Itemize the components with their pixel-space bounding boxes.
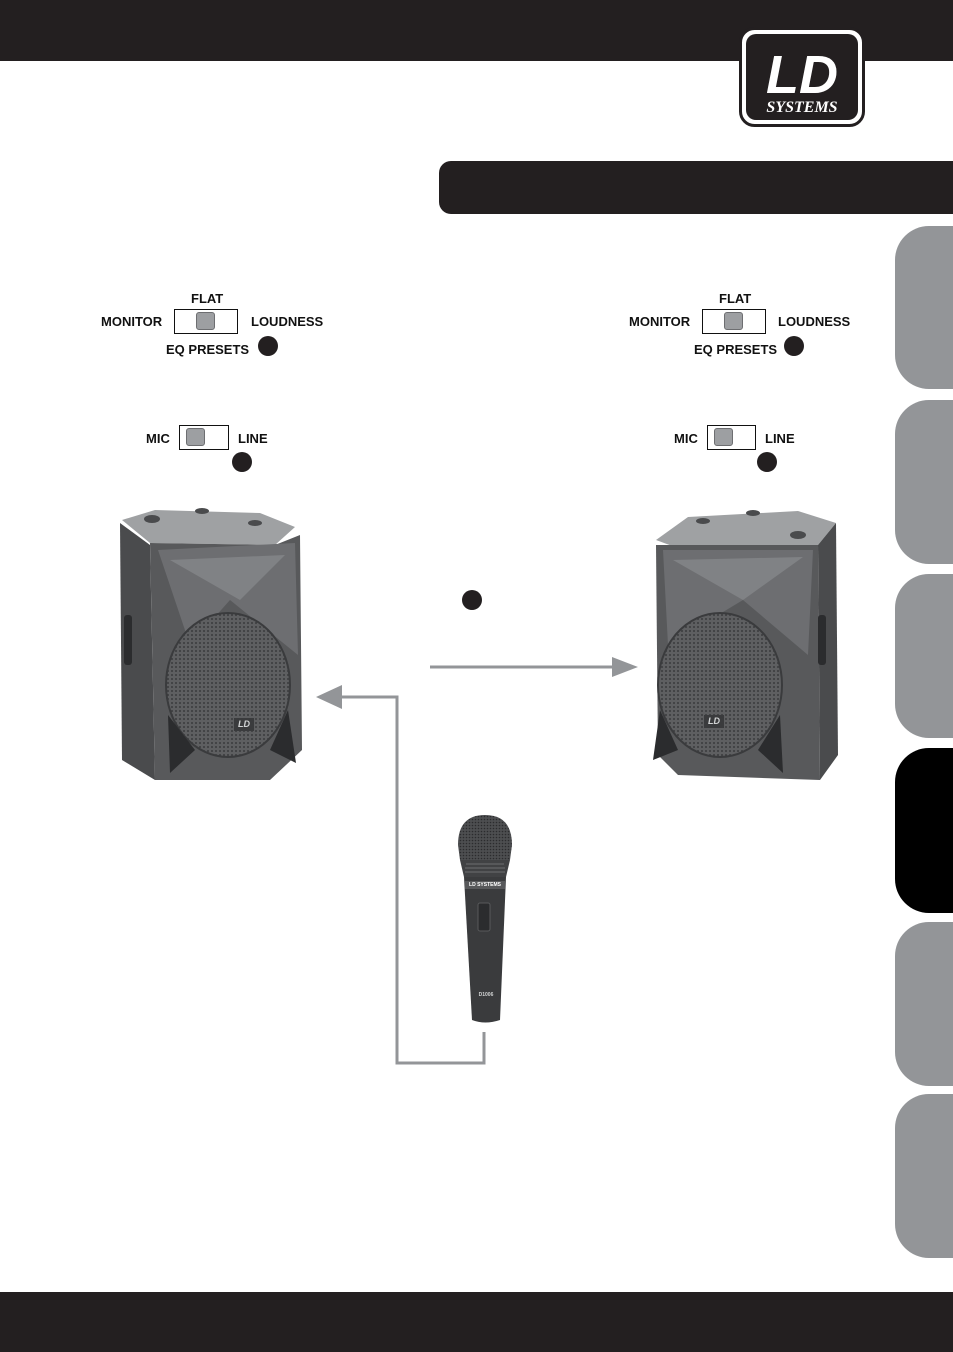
ld-systems-logo: LD SYSTEMS (739, 27, 865, 127)
left-speaker-badge: LD (234, 718, 254, 731)
mic-brand-band: LD SYSTEMS (469, 882, 501, 888)
left-mic-line-knob[interactable] (186, 428, 205, 446)
left-eq-loudness-label: LOUDNESS (251, 314, 324, 329)
right-mic-line-knob[interactable] (714, 428, 733, 446)
logo-text-ld: LD (766, 45, 838, 105)
microphone-cable (310, 680, 500, 1070)
section-title-bar (439, 161, 953, 214)
logo-text-systems: SYSTEMS (766, 99, 837, 116)
right-eq-callout-marker (784, 336, 804, 356)
side-tab-5[interactable] (895, 922, 953, 1086)
left-speaker: LD (110, 505, 310, 785)
microphone-icon: LD SYSTEMS D1006 (450, 815, 520, 1025)
left-eq-monitor-label: MONITOR (101, 314, 163, 329)
right-speaker-badge: LD (704, 715, 724, 728)
left-eq-switch-knob[interactable] (196, 312, 215, 330)
right-eq-presets-caption: EQ PRESETS (694, 342, 778, 357)
right-eq-flat-label: FLAT (719, 291, 752, 306)
left-eq-preset-switch[interactable] (174, 309, 238, 334)
left-eq-flat-label: FLAT (191, 291, 224, 306)
side-tab-6[interactable] (895, 1094, 953, 1258)
mic-model-label: D1006 (478, 992, 494, 998)
left-eq-presets-caption: EQ PRESETS (166, 342, 250, 357)
right-input-callout-marker (757, 452, 777, 472)
right-eq-switch-knob[interactable] (724, 312, 743, 330)
left-input-mic-label: MIC (146, 431, 170, 446)
left-input-line-label: LINE (238, 431, 268, 446)
left-eq-callout-marker (258, 336, 278, 356)
left-input-callout-marker (232, 452, 252, 472)
right-input-line-label: LINE (765, 431, 795, 446)
right-speaker: LD (648, 505, 848, 785)
side-tab-1[interactable] (895, 226, 953, 389)
bottom-bar (0, 1292, 953, 1352)
side-tab-2[interactable] (895, 400, 953, 564)
link-callout-marker (462, 590, 482, 610)
right-eq-loudness-label: LOUDNESS (778, 314, 851, 329)
left-mic-line-switch[interactable] (179, 425, 229, 450)
side-tab-4-active[interactable] (895, 748, 953, 913)
side-tab-3[interactable] (895, 574, 953, 738)
right-mic-line-switch[interactable] (707, 425, 756, 450)
right-eq-preset-switch[interactable] (702, 309, 766, 334)
right-input-mic-label: MIC (674, 431, 698, 446)
speaker-link-arrow (430, 655, 640, 679)
right-eq-monitor-label: MONITOR (629, 314, 691, 329)
